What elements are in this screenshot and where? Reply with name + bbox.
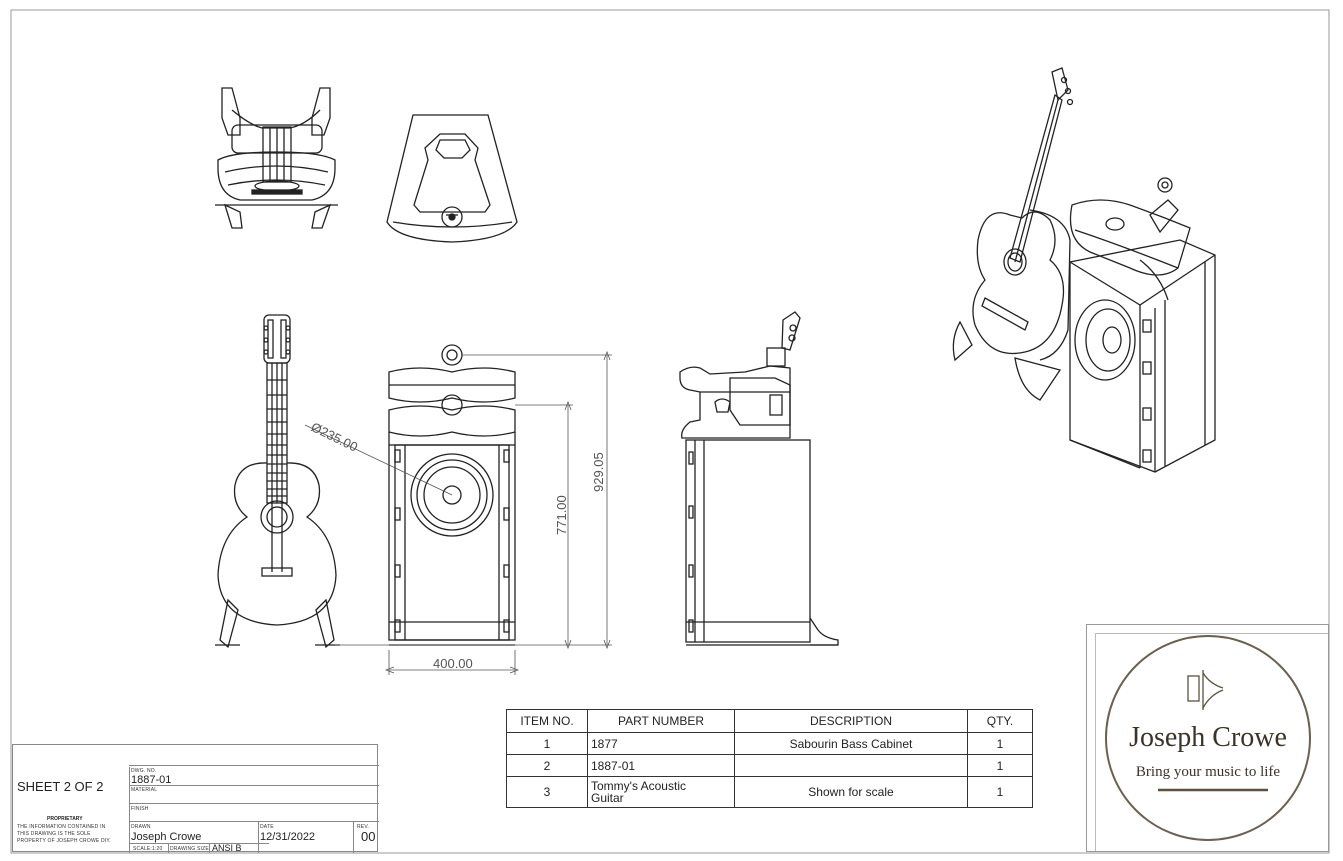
bom-item: 2: [506, 754, 588, 777]
logo-tagline: Bring your music to life: [1135, 764, 1281, 780]
drawn-label: DRAWN: [131, 824, 151, 830]
bom-header-row: ITEM NO. PART NUMBER DESCRIPTION QTY.: [506, 709, 1033, 733]
dimension-lines: [304, 350, 612, 675]
logo-panel-inner: [1095, 633, 1328, 851]
drawing-size-value: ANSI B: [212, 843, 242, 853]
date-label: DATE: [260, 824, 274, 830]
bom-qty: 1: [967, 732, 1033, 755]
bom-header-description: DESCRIPTION: [734, 709, 968, 733]
proprietary-label: PROPRIETARY: [47, 816, 83, 822]
bom-qty: 1: [967, 776, 1033, 808]
rev-label: REV.: [357, 824, 370, 830]
sheet-number: SHEET 2 OF 2: [17, 779, 104, 794]
bom-item: 1: [506, 732, 588, 755]
front-view-cabinet: [388, 344, 516, 646]
logo-panel: [1086, 624, 1329, 852]
isometric-view: [952, 67, 1216, 473]
bom-description: Shown for scale: [734, 776, 968, 808]
bom-part: 1877: [587, 732, 735, 755]
drawn-by-value: Joseph Crowe: [131, 831, 202, 843]
width-dimension: 400.00: [433, 656, 473, 671]
date-value: 12/31/2022: [260, 831, 316, 843]
top-view-stand: [386, 114, 518, 243]
bom-qty: 1: [967, 754, 1033, 777]
bom-item: 3: [506, 776, 588, 808]
logo-ring: [1105, 635, 1311, 841]
dwg-no-label: DWG. NO.: [131, 768, 157, 774]
finish-label: FINISH: [131, 806, 149, 812]
top-view-guitar: [215, 87, 338, 229]
logo-graphic: [1105, 635, 1311, 841]
bom-header-item: ITEM NO.: [506, 709, 588, 733]
table-row: 1 1877 Sabourin Bass Cabinet 1: [506, 732, 1033, 755]
drawing-size-label: DRAWING SIZE: [170, 846, 209, 852]
sheet-border: [10, 9, 1330, 854]
bom-description: Sabourin Bass Cabinet: [734, 732, 968, 755]
front-view-guitar: [215, 314, 340, 649]
table-row: 2 1887-01 1: [506, 754, 1033, 777]
dwg-no-value: 1887-01: [131, 774, 172, 786]
side-view-cabinet: [679, 311, 839, 646]
title-block: SHEET 2 OF 2 DWG. NO. 1887-01 MATERIAL F…: [12, 744, 379, 853]
total-height-dimension: 929.05: [591, 452, 606, 492]
proprietary-text-2: THIS DRAWING IS THE SOLE: [17, 831, 91, 837]
bill-of-materials-table: ITEM NO. PART NUMBER DESCRIPTION QTY. 1 …: [506, 709, 1033, 808]
bom-description: [734, 754, 968, 777]
headphone-logo-icon: [1187, 670, 1224, 710]
scale-value: SCALE:1:20: [133, 846, 163, 852]
bom-header-qty: QTY.: [967, 709, 1033, 733]
material-label: MATERIAL: [131, 787, 158, 793]
diameter-dimension: Ø235.00: [309, 419, 360, 454]
bom-part-line2: Guitar: [591, 791, 624, 805]
cabinet-height-dimension: 771.00: [554, 495, 569, 535]
rev-value: 00: [361, 829, 376, 844]
proprietary-text-1: THE INFORMATION CONTAINED IN: [17, 824, 106, 830]
bom-part-line1: Tommy's Acoustic: [591, 779, 686, 793]
proprietary-text-3: PROPERTY OF JOSEPH CROWE DIY.: [17, 838, 111, 844]
bom-header-part: PART NUMBER: [587, 709, 735, 733]
logo-name: Joseph Crowe: [1129, 722, 1287, 753]
bom-part: 1887-01: [587, 754, 735, 777]
